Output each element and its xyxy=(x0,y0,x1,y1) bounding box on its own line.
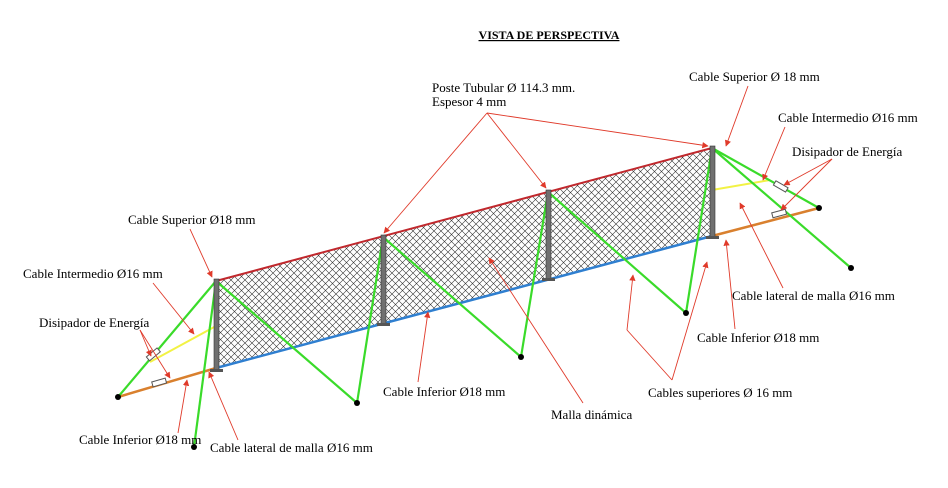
left-intermediate-cable xyxy=(149,325,217,363)
label-cable-inferior-center: Cable Inferior Ø18 mm xyxy=(383,384,505,399)
label-poste-tubular: Poste Tubular Ø 114.3 mm. xyxy=(432,80,575,95)
label-disipador-left: Disipador de Energía xyxy=(39,315,149,330)
label-cable-superior-left: Cable Superior Ø18 mm xyxy=(128,212,255,227)
right-energy-dissipator xyxy=(772,180,789,193)
label-cable-lateral-right: Cable lateral de malla Ø16 mm xyxy=(732,288,895,303)
posts xyxy=(210,145,719,372)
left-lateral-cable xyxy=(117,366,217,399)
dynamic-mesh xyxy=(216,148,712,368)
label-cable-intermedio-left: Cable Intermedio Ø16 mm xyxy=(23,266,163,281)
label-disipador-right: Disipador de Energía xyxy=(792,144,902,159)
right-intermediate-cable xyxy=(711,179,771,191)
left-energy-dissipator xyxy=(145,347,161,362)
leader-lines xyxy=(139,85,833,441)
label-cables-superiores: Cables superiores Ø 16 mm xyxy=(648,385,792,400)
label-malla-dinamica: Malla dinámica xyxy=(551,407,632,422)
post-2 xyxy=(380,234,387,326)
bottom-cable xyxy=(215,234,713,370)
post-4 xyxy=(709,145,716,239)
label-cable-lateral-left: Cable lateral de malla Ø16 mm xyxy=(210,440,373,455)
label-poste-espesor: Espesor 4 mm xyxy=(432,94,506,109)
label-cable-inferior-left: Cable Inferior Ø18 mm xyxy=(79,432,201,447)
post-1 xyxy=(213,278,220,372)
anchors xyxy=(115,205,854,450)
label-cable-superior-right: Cable Superior Ø 18 mm xyxy=(689,69,820,84)
right-lower-dissipator xyxy=(771,208,788,219)
label-cable-inferior-right: Cable Inferior Ø18 mm xyxy=(697,330,819,345)
diagram-title: VISTA DE PERSPECTIVA xyxy=(479,28,620,42)
post-3 xyxy=(545,189,552,281)
top-cable xyxy=(215,147,713,282)
label-cable-intermedio-right: Cable Intermedio Ø16 mm xyxy=(778,110,918,125)
right-lateral-cable xyxy=(711,206,820,238)
left-lower-dissipator xyxy=(151,377,168,388)
